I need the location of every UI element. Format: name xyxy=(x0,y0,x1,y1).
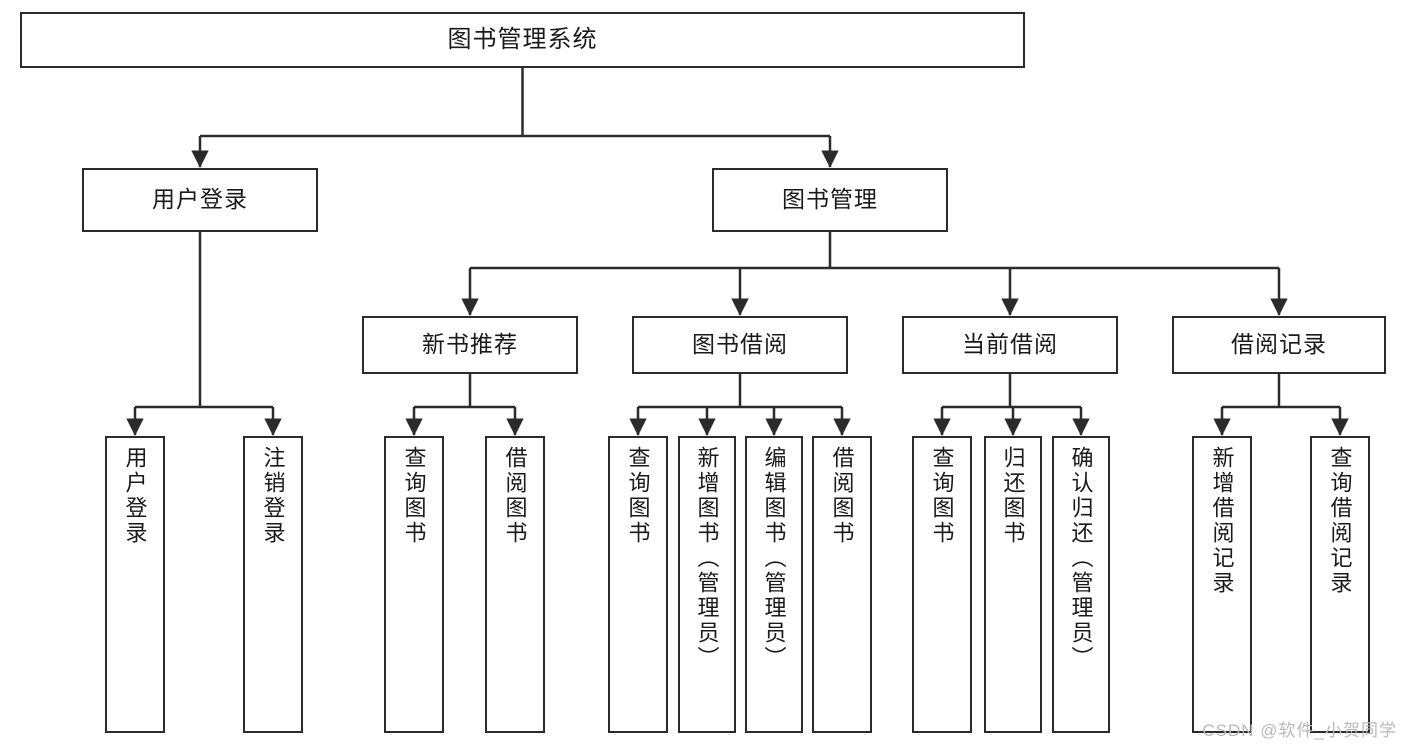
node-new-book-recommend[interactable]: 新书推荐 xyxy=(362,316,578,374)
node-new-book-recommend-label: 新书推荐 xyxy=(422,331,518,358)
node-book-borrow[interactable]: 图书借阅 xyxy=(632,316,848,374)
node-leaf-query-borrow-record[interactable]: 查询借阅记录 xyxy=(1310,436,1370,733)
node-leaf-return-book[interactable]: 归还图书 xyxy=(984,436,1042,733)
node-leaf-query-book-2[interactable]: 查询图书 xyxy=(608,436,668,733)
node-current-borrow[interactable]: 当前借阅 xyxy=(902,316,1118,374)
node-leaf-confirm-return-admin[interactable]: 确认归还（管理员） xyxy=(1052,436,1110,733)
node-borrow-record[interactable]: 借阅记录 xyxy=(1172,316,1386,374)
node-borrow-record-label: 借阅记录 xyxy=(1231,331,1327,358)
node-leaf-user-login-label: 用户登录 xyxy=(122,446,148,546)
node-leaf-borrow-book-2-label: 借阅图书 xyxy=(829,446,855,546)
node-book-borrow-label: 图书借阅 xyxy=(692,331,788,358)
node-leaf-add-book-admin-label: 新增图书（管理员） xyxy=(694,446,720,671)
node-root[interactable]: 图书管理系统 xyxy=(20,12,1025,68)
node-leaf-user-login[interactable]: 用户登录 xyxy=(105,436,165,733)
node-leaf-borrow-book-2[interactable]: 借阅图书 xyxy=(812,436,872,733)
node-user-login-label: 用户登录 xyxy=(152,186,248,213)
node-leaf-query-borrow-record-label: 查询借阅记录 xyxy=(1327,446,1353,596)
node-leaf-add-borrow-record-label: 新增借阅记录 xyxy=(1209,446,1235,596)
node-leaf-query-book-3-label: 查询图书 xyxy=(929,446,955,546)
node-leaf-return-book-label: 归还图书 xyxy=(1000,446,1026,546)
node-leaf-borrow-book-1[interactable]: 借阅图书 xyxy=(485,436,545,733)
node-leaf-edit-book-admin-label: 编辑图书（管理员） xyxy=(761,446,787,671)
node-leaf-borrow-book-1-label: 借阅图书 xyxy=(502,446,528,546)
node-book-manage-label: 图书管理 xyxy=(782,186,878,213)
node-leaf-add-book-admin[interactable]: 新增图书（管理员） xyxy=(678,436,736,733)
node-leaf-query-book-1[interactable]: 查询图书 xyxy=(384,436,444,733)
node-current-borrow-label: 当前借阅 xyxy=(962,331,1058,358)
csdn-watermark: CSDN @软件_小贺同学 xyxy=(1202,721,1397,740)
node-leaf-query-book-1-label: 查询图书 xyxy=(401,446,427,546)
node-leaf-query-book-2-label: 查询图书 xyxy=(625,446,651,546)
node-root-label: 图书管理系统 xyxy=(447,25,598,53)
node-user-login[interactable]: 用户登录 xyxy=(82,168,318,232)
node-book-manage[interactable]: 图书管理 xyxy=(712,168,948,232)
node-leaf-add-borrow-record[interactable]: 新增借阅记录 xyxy=(1192,436,1252,733)
node-leaf-edit-book-admin[interactable]: 编辑图书（管理员） xyxy=(745,436,803,733)
node-leaf-confirm-return-admin-label: 确认归还（管理员） xyxy=(1068,446,1094,671)
node-leaf-logout-label: 注销登录 xyxy=(260,446,286,546)
node-leaf-query-book-3[interactable]: 查询图书 xyxy=(912,436,972,733)
node-leaf-logout[interactable]: 注销登录 xyxy=(243,436,303,733)
